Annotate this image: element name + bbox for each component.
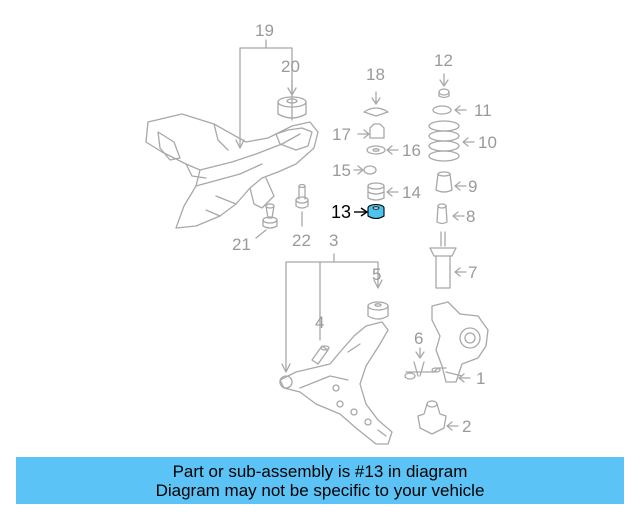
part-21-bolt: [255, 203, 278, 239]
callout-19-leader: [239, 39, 293, 149]
part-12-nut: [438, 73, 450, 99]
part-22-bolt: [295, 183, 309, 227]
callout-label-6: 6: [414, 329, 424, 348]
callout-label-8: 8: [466, 207, 476, 226]
part-5-bushing: [367, 301, 389, 320]
subframe-crossmember: [145, 113, 319, 229]
callout-label-16: 16: [402, 141, 421, 160]
part-18-cap: [363, 91, 389, 117]
part-7-strut: [429, 231, 467, 289]
part-8-stop: [436, 203, 465, 225]
info-banner: Part or sub-assembly is #13 in diagram D…: [16, 457, 624, 504]
banner-part-text: Part or sub-assembly is #13 in diagram: [172, 461, 468, 481]
callout-label-11: 11: [474, 101, 492, 120]
part-16-washer: [366, 145, 399, 155]
part-15-ring: [353, 165, 377, 175]
callout-label-7: 7: [468, 263, 478, 282]
part-17-mount: [357, 123, 385, 139]
callout-label-19: 19: [255, 21, 274, 40]
part-6-link: [404, 347, 447, 380]
part-10-spring: [428, 120, 475, 162]
callout-label-3: 3: [329, 231, 339, 250]
part-4-bushing: [311, 345, 330, 365]
part-20-bushing: [277, 79, 307, 119]
callout-label-13: 13: [331, 202, 352, 222]
callout-label-15: 15: [332, 161, 351, 180]
callout-3-leader: [285, 253, 379, 371]
part-13-highlighted: [354, 203, 385, 220]
callout-label-18: 18: [366, 65, 385, 84]
part-2-ball-joint: [417, 400, 459, 435]
callout-label-21: 21: [232, 235, 251, 254]
parts-diagram: [145, 39, 489, 445]
part-11-washer: [432, 105, 467, 115]
part-14-bumper: [367, 182, 399, 201]
callout-label-12: 12: [434, 51, 453, 70]
callout-label-9: 9: [468, 177, 478, 196]
part-1-knuckle: [431, 301, 489, 383]
callout-label-14: 14: [402, 183, 421, 202]
callout-label-17: 17: [332, 125, 351, 144]
callout-label-5: 5: [372, 265, 382, 284]
callout-label-20: 20: [281, 57, 300, 76]
callout-label-22: 22: [292, 231, 311, 250]
part-9-boot: [435, 171, 467, 193]
callout-label-4: 4: [315, 313, 325, 332]
part-3-control-arm: [279, 321, 393, 445]
callout-label-10: 10: [478, 133, 497, 152]
callout-label-1: 1: [476, 369, 486, 388]
banner-disclaimer-text: Diagram may not be specific to your vehi…: [155, 480, 485, 500]
callout-label-2: 2: [462, 417, 472, 436]
